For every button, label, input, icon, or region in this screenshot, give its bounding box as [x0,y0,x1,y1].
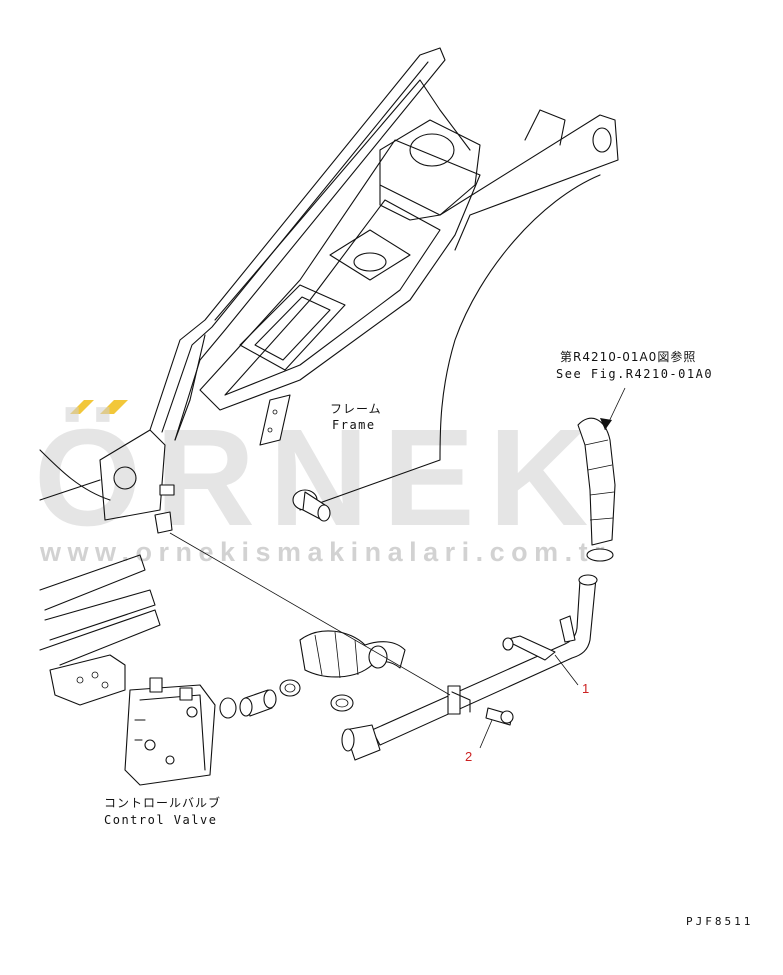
control-valve-label-jp: コントロールバルブ [104,795,221,810]
ref-label-en: See Fig.R4210-01A0 [556,367,713,381]
frame-label-en: Frame [332,418,376,432]
hose-upper-right [577,417,616,562]
lower-structure [39,554,161,706]
watermark-accent-left [70,400,94,414]
drawing-code: PJF8511 [686,915,753,928]
watermark-url: www.ornekismakinalari.com.tr [39,537,611,567]
watermark-accent-right [100,400,128,414]
hose-middle [299,630,406,679]
control-valve-label-en: Control Valve [104,813,217,827]
callout-1: 1 [582,681,589,696]
watermark: ÖRNEK www.ornekismakinalari.com.tr [34,400,611,567]
watermark-brand: ÖRNEK [34,401,602,555]
ref-label-jp: 第R4210-01A0図参照 [560,349,696,364]
control-valve-drawing [124,677,216,786]
frame-label-jp: フレーム [330,402,382,416]
callout-2: 2 [465,749,472,764]
leader-lines [169,387,626,749]
frame-drawing [39,47,619,534]
ref-arrow-icon [600,418,612,430]
pipe-1 [341,574,598,761]
fittings [219,679,354,719]
